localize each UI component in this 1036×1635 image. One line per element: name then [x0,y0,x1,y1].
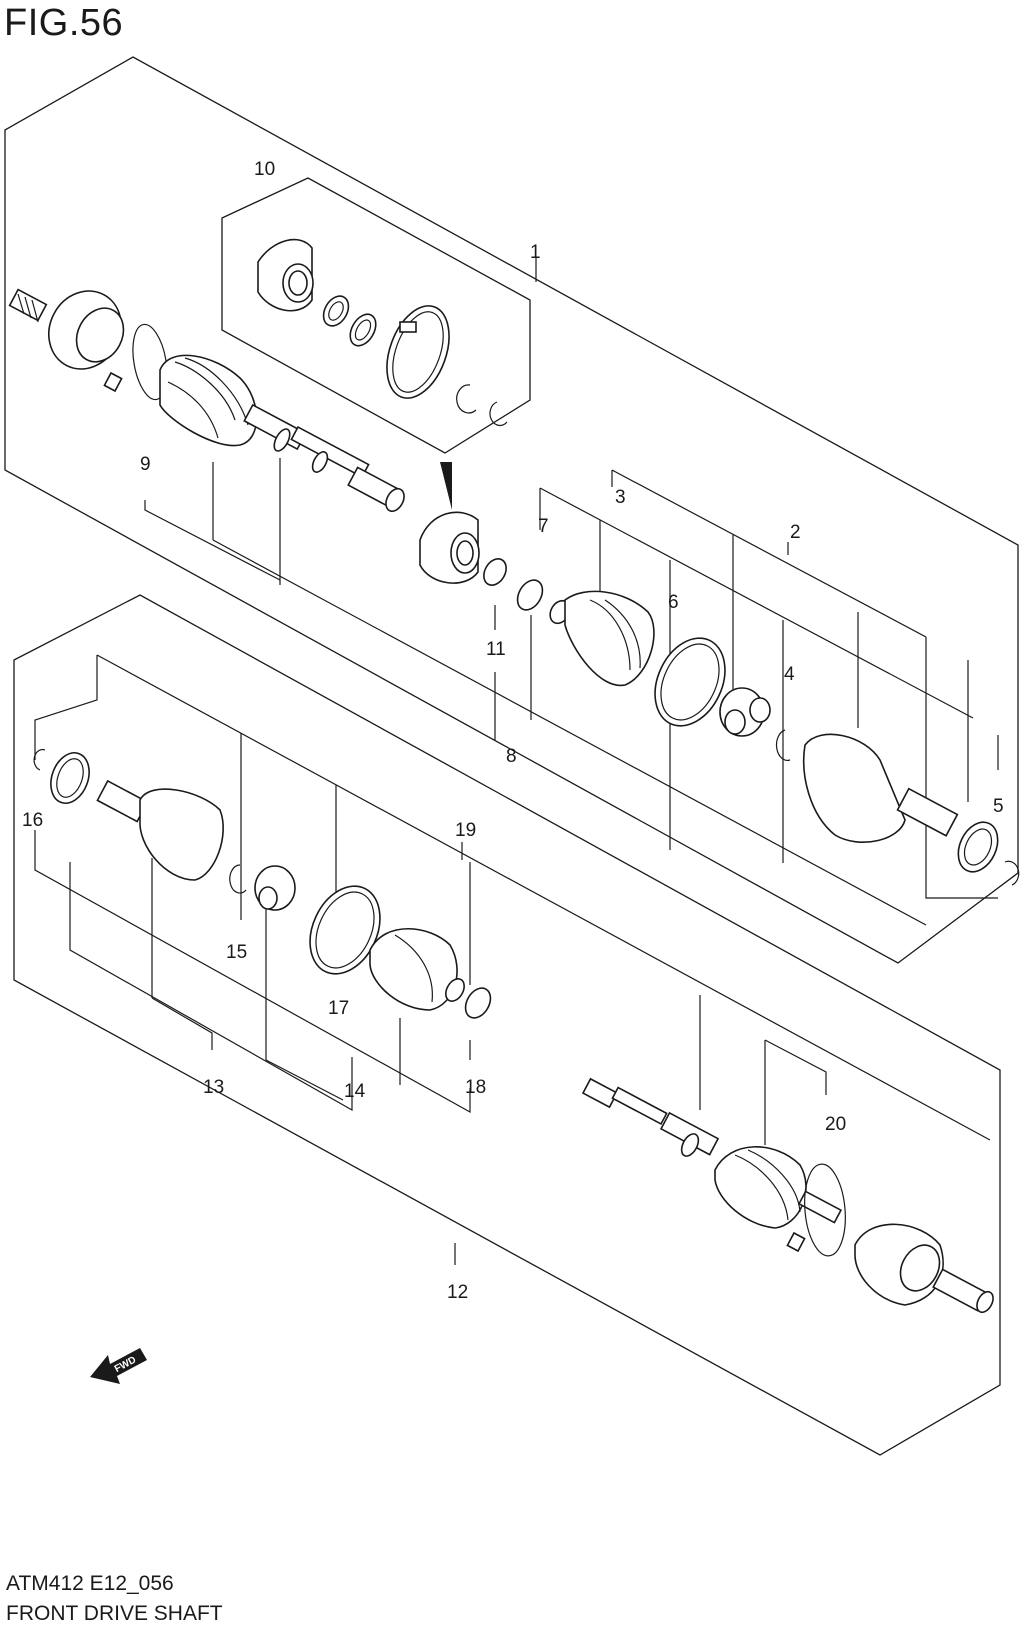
callout-15: 15 [226,942,247,963]
inner-housing [802,733,1020,886]
callout-labels: 1 2 3 4 5 6 7 8 9 10 11 12 13 14 15 16 1… [22,159,1004,1303]
callout-4: 4 [784,664,795,685]
pointer-arrow-icon [440,462,452,510]
callout-14: 14 [344,1081,366,1102]
figure-caption: FRONT DRIVE SHAFT [6,1602,223,1625]
repair-kit-parts [257,238,508,426]
callout-8: 8 [506,746,517,767]
callout-7: 7 [538,516,549,537]
callout-16: 16 [22,810,43,831]
frame-assembly-12 [13,594,1001,1456]
callout-6: 6 [668,592,679,613]
lower-drive-shaft [581,1077,994,1314]
clamp-7 [516,579,544,611]
outer-cv-joint-assembly [8,288,405,513]
lower-inner-parts [33,748,492,1019]
callout-17: 17 [328,998,349,1019]
inner-boot [549,590,726,727]
frame-kit-10 [221,177,531,454]
drawing-code: ATM412 E12_056 [6,1572,174,1595]
figure-title: FIG.56 [4,2,124,44]
callout-10: 10 [254,159,275,180]
callout-11: 11 [486,639,506,660]
circlip-11 [483,558,507,586]
forward-arrow-icon [90,1348,147,1384]
callout-12: 12 [447,1282,468,1303]
damper-part [419,511,480,584]
tripod-joint [719,687,791,761]
callout-3: 3 [615,487,626,508]
callout-19: 19 [455,820,476,841]
callout-2: 2 [790,522,801,543]
direction-marker: FWD [90,1348,147,1384]
frame-assembly-1 [4,56,1019,964]
callout-18: 18 [465,1077,486,1098]
callout-9: 9 [140,454,151,475]
fwd-label: FWD [113,1355,138,1375]
callout-20: 20 [825,1114,846,1135]
callout-13: 13 [203,1077,224,1098]
callout-1: 1 [530,242,541,263]
callout-5: 5 [993,796,1004,817]
leader-lines [34,258,999,1265]
